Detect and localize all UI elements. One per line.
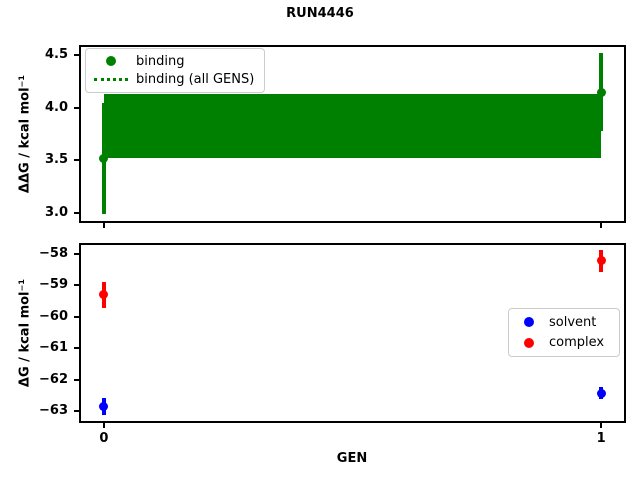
y-tick-mark [74,54,79,57]
complex-data-point [99,290,109,300]
all-gens-band [103,94,602,159]
legend-label: binding [136,53,185,69]
legend-swatch [92,56,130,67]
bottom-y-axis-label: ΔG / kcal mol⁻¹ [17,278,33,388]
top-y-axis-label: ΔΔG / kcal mol⁻¹ [17,74,33,194]
y-tick-label: −60 [39,308,68,324]
y-tick-mark [74,410,79,413]
legend-bottom: solvent complex [508,308,620,357]
y-tick-label: −62 [39,371,68,387]
x-tick-label: 0 [99,431,109,446]
y-tick-label: 4.0 [44,99,68,115]
legend-item-binding-all-gens: binding (all GENS) [92,71,258,90]
legend-item-binding: binding [92,52,258,71]
x-axis-label: GEN [336,451,368,466]
legend-label: binding (all GENS) [136,72,255,88]
y-tick-mark [74,253,79,255]
binding-data-point [596,87,606,97]
legend-swatch [515,317,543,328]
x-tick-mark [600,423,603,428]
legend-item-complex: complex [515,333,613,354]
y-tick-label: 4.5 [44,47,68,63]
y-tick-label: −58 [39,246,68,261]
y-tick-mark [74,106,79,109]
bottom-plot-frame [79,243,626,423]
legend-swatch [515,337,543,348]
x-tick-label: 1 [596,431,606,446]
y-tick-label: 3.5 [44,152,68,168]
binding-data-point [99,153,109,163]
x-tick-mark [102,223,105,228]
solvent-marker-icon [524,317,534,328]
y-tick-mark [74,284,79,287]
x-tick-mark [102,423,105,428]
legend-label: complex [549,335,605,351]
complex-data-point [596,256,606,266]
legend-swatch [92,78,130,82]
legend-top: binding binding (all GENS) [85,48,265,93]
top-plot-frame [79,45,626,223]
y-tick-label: −63 [39,403,68,419]
legend-label: solvent [549,314,597,330]
solvent-data-point [99,402,109,412]
legend-item-solvent: solvent [515,312,613,333]
y-tick-label: 3.0 [44,204,68,220]
y-tick-mark [74,315,79,318]
y-tick-mark [74,159,79,162]
y-tick-mark [74,347,79,350]
y-tick-mark [74,211,79,214]
chart-title: RUN4446 [286,6,354,21]
y-tick-label: −59 [39,277,68,293]
solvent-data-point [596,388,606,398]
y-tick-label: −61 [39,340,68,356]
complex-marker-icon [524,337,534,348]
y-tick-mark [74,378,79,381]
binding-marker-icon [106,56,116,67]
x-tick-mark [600,223,603,228]
binding-all-gens-line-icon [94,78,128,82]
